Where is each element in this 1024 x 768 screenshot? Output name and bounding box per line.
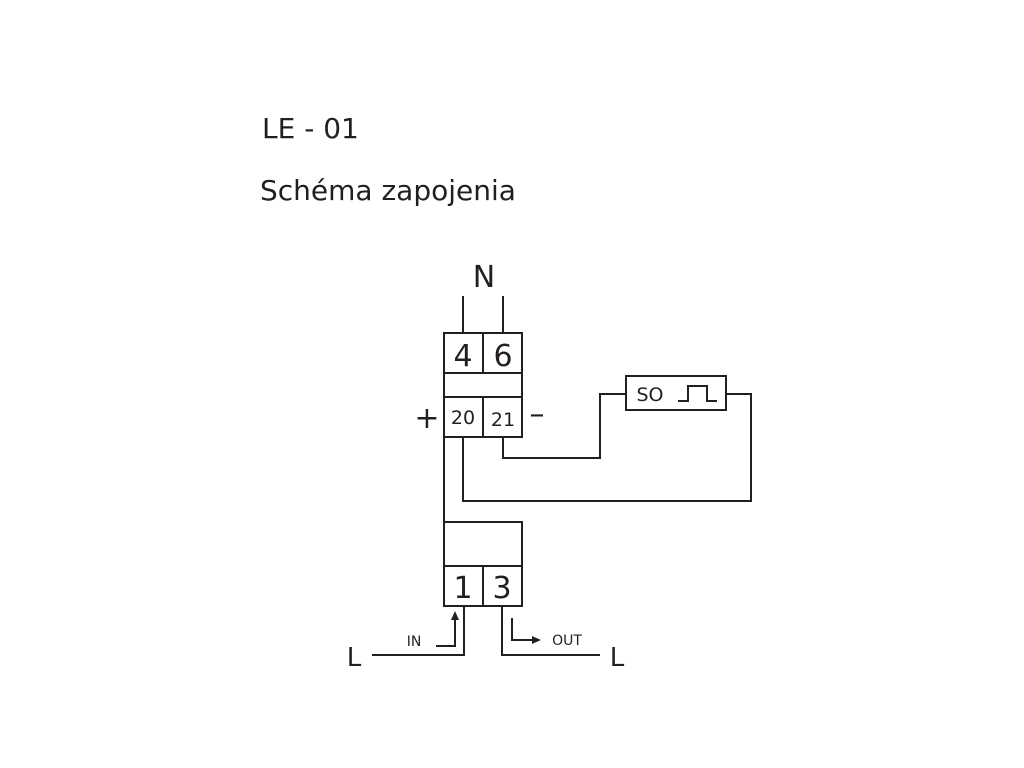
in-arrow-line (436, 618, 456, 647)
terminal-20-box (443, 396, 484, 438)
so-negative-wire (502, 393, 626, 459)
terminal-4: 4 (453, 339, 472, 374)
in-label: IN (407, 634, 422, 650)
terminal-1: 1 (453, 571, 472, 606)
out-arrow-icon (532, 636, 541, 644)
line-in-wire (372, 606, 465, 656)
model-title: LE - 01 (262, 112, 359, 145)
out-label: OUT (552, 633, 582, 649)
terminal-3: 3 (492, 571, 511, 606)
plus-sign: + (414, 401, 439, 436)
diagram-subtitle: Schéma zapojenia (260, 174, 516, 207)
out-arrow-line (511, 618, 533, 641)
terminal-20: 20 (451, 407, 475, 429)
terminal-6: 6 (493, 339, 512, 374)
terminal-21: 21 (491, 409, 515, 431)
neutral-label: N (473, 260, 495, 295)
so-positive-wire (462, 393, 752, 502)
line-out-label: L (610, 643, 625, 673)
so-label: SO (636, 384, 663, 406)
in-arrow-icon (451, 611, 459, 620)
line-in-label: L (347, 643, 362, 673)
so-device (625, 375, 727, 411)
minus-sign: – (530, 397, 545, 432)
pulse-icon (678, 385, 717, 402)
line-out-wire (501, 606, 600, 656)
